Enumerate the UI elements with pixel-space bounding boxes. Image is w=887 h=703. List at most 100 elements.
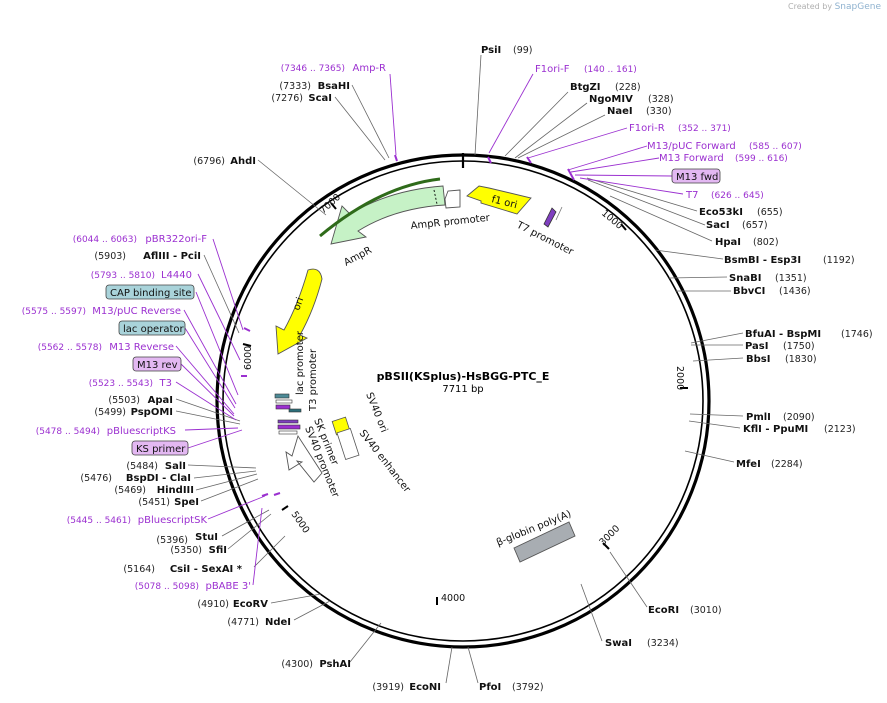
tick-5000: 5000 <box>289 509 312 535</box>
primer-m13puc-forward-range: (585 .. 607) <box>749 142 802 152</box>
tick-4000: 4000 <box>441 593 465 604</box>
brand-name: SnapGene <box>834 2 881 12</box>
enzyme-ahdi-pos: (6796) <box>193 156 225 167</box>
primer-labels-right: F1ori-F (140 .. 161) F1ori-R (352 .. 371… <box>535 64 802 201</box>
enzyme-labels-right: PsiI (99) BtgZI (228) NgoMIV (328) NaeI … <box>479 45 873 693</box>
enzyme-ecori: EcoRI <box>648 605 679 616</box>
enzyme-pspomi: PspOMI <box>131 407 173 418</box>
lac-operator: lac operator <box>123 324 184 335</box>
enzyme-pspomi-pos: (5499) <box>94 407 126 418</box>
enzyme-afliii-pos: (5903) <box>94 251 126 262</box>
primer-t7-range: (626 .. 645) <box>711 191 764 201</box>
mcs-cluster <box>274 393 302 435</box>
cap-binding-site: CAP binding site <box>110 288 192 299</box>
enzyme-ecorv: EcoRV <box>233 599 268 610</box>
primer-l4440: L4440 <box>161 270 192 281</box>
enzyme-ndei-pos: (4771) <box>227 617 259 628</box>
sv40-ori-label: SV40 ori <box>363 391 389 434</box>
tick-2000: 2000 <box>674 366 685 390</box>
enzyme-scai-pos: (7276) <box>271 93 303 104</box>
plasmid-name: pBSII(KSplus)-HsBGG-PTC_E <box>377 370 550 383</box>
enzyme-ngomiv-pos: (328) <box>648 94 674 105</box>
f1-ori-arrow <box>466 185 532 215</box>
enzyme-kfli: KflI - PpuMI <box>743 424 808 435</box>
ampr-highlight <box>319 177 441 238</box>
enzyme-hpai-pos: (802) <box>753 237 779 248</box>
enzyme-econi: EcoNI <box>409 682 441 693</box>
primer-pbr322ori-f: pBR322ori-F <box>145 234 207 245</box>
enzyme-psii-pos: (99) <box>513 45 533 56</box>
enzyme-swai-pos: (3234) <box>647 638 679 649</box>
enzyme-sfii: SfiI <box>209 545 227 556</box>
ampr-promoter-arrow <box>444 189 461 209</box>
enzyme-sali-pos: (5484) <box>126 461 158 472</box>
enzyme-hindiii-pos: (5469) <box>114 485 146 496</box>
enzyme-saci-pos: (657) <box>742 220 768 231</box>
primer-pbluescriptks-range: (5478 .. 5494) <box>36 427 100 437</box>
primer-m13-forward-range: (599 .. 616) <box>735 154 788 164</box>
lac-operator-box <box>118 320 186 336</box>
enzyme-csii: CsiI - SexAI * <box>170 564 243 575</box>
primer-pbr322ori-f-range: (6044 .. 6063) <box>73 235 137 245</box>
enzyme-saci: SacI <box>706 220 730 231</box>
enzyme-naei-pos: (330) <box>646 106 672 117</box>
ks-primer: KS primer <box>136 444 186 455</box>
beta-globin-polya-box <box>513 521 576 563</box>
enzyme-kfli-pos: (2123) <box>824 424 856 435</box>
enzyme-bbvci: BbvCI <box>733 286 765 297</box>
primer-amp-r-range: (7346 .. 7365) <box>281 64 345 74</box>
primer-m13-fwd: M13 fwd <box>676 172 718 183</box>
primer-pbabe-3: pBABE 3' <box>205 581 251 592</box>
enzyme-psii: PsiI <box>481 45 501 56</box>
primer-m13puc-reverse-range: (5575 .. 5597) <box>22 307 86 317</box>
ampr-promoter-label: AmpR promoter <box>410 213 491 232</box>
enzyme-ahdi: AhdI <box>230 156 256 167</box>
primer-m13-fwd-box <box>671 168 721 184</box>
primer-f1ori-f-range: (140 .. 161) <box>584 65 637 75</box>
enzyme-pfoi: PfoI <box>479 682 501 693</box>
enzyme-naei: NaeI <box>607 106 633 117</box>
enzyme-bfuai-pos: (1746) <box>841 329 873 340</box>
enzyme-labels-left: EcoNI (3919) PshAI (4300) NdeI (4771) Ec… <box>80 81 441 693</box>
primer-m13-reverse-range: (5562 .. 5578) <box>38 343 102 353</box>
enzyme-bfuai: BfuAI - BspMI <box>745 329 821 340</box>
enzyme-pshai: PshAI <box>319 659 351 670</box>
enzyme-csii-pos: (5164) <box>123 564 155 575</box>
credit-prefix: Created by <box>788 2 833 11</box>
enzyme-bbsi: BbsI <box>746 354 770 365</box>
enzyme-bsmbi: BsmBI - Esp3I <box>724 255 801 266</box>
enzyme-spei: SpeI <box>174 497 199 508</box>
primer-pbluescriptks: pBluescriptKS <box>107 426 176 437</box>
enzyme-sali: SalI <box>165 461 186 472</box>
enzyme-pmli: PmlI <box>746 412 771 423</box>
primer-t3: T3 <box>159 378 172 389</box>
plasmid-length: 7711 bp <box>442 384 483 395</box>
t3-promoter-label: T3 promoter <box>308 348 319 412</box>
enzyme-bbvci-pos: (1436) <box>779 286 811 297</box>
ori-arrow <box>275 268 323 355</box>
primer-f1ori-r-range: (352 .. 371) <box>678 124 731 134</box>
credit: Created by SnapGene <box>788 2 881 12</box>
primer-leaders <box>175 73 684 586</box>
t7-promoter-label: T7 promoter <box>514 219 576 258</box>
primer-m13-forward: M13 Forward <box>659 153 724 164</box>
enzyme-bsahi: BsaHI <box>318 81 350 92</box>
enzyme-stui-pos: (5396) <box>156 535 188 546</box>
ks-primer-box <box>131 440 189 456</box>
sv40-promoter-arrow <box>285 434 323 483</box>
primer-t3-range: (5523 .. 5543) <box>89 379 153 389</box>
enzyme-hpai: HpaI <box>715 237 741 248</box>
cap-binding-site-box <box>105 284 195 300</box>
enzyme-afliii: AflIII - PciI <box>143 251 201 262</box>
enzyme-apai-pos: (5503) <box>108 395 140 406</box>
backbone-inner <box>222 160 704 642</box>
enzyme-snabi-pos: (1351) <box>775 273 807 284</box>
enzyme-bspdi-pos: (5476) <box>80 473 112 484</box>
enzyme-hindiii: HindIII <box>157 485 194 496</box>
enzyme-apai: ApaI <box>148 395 173 406</box>
enzyme-leaders <box>175 54 744 684</box>
lac-promoter-label: lac promoter <box>295 330 306 395</box>
enzyme-pmli-pos: (2090) <box>783 412 815 423</box>
sv40-enhancer-label: SV40 enhancer <box>357 428 413 495</box>
